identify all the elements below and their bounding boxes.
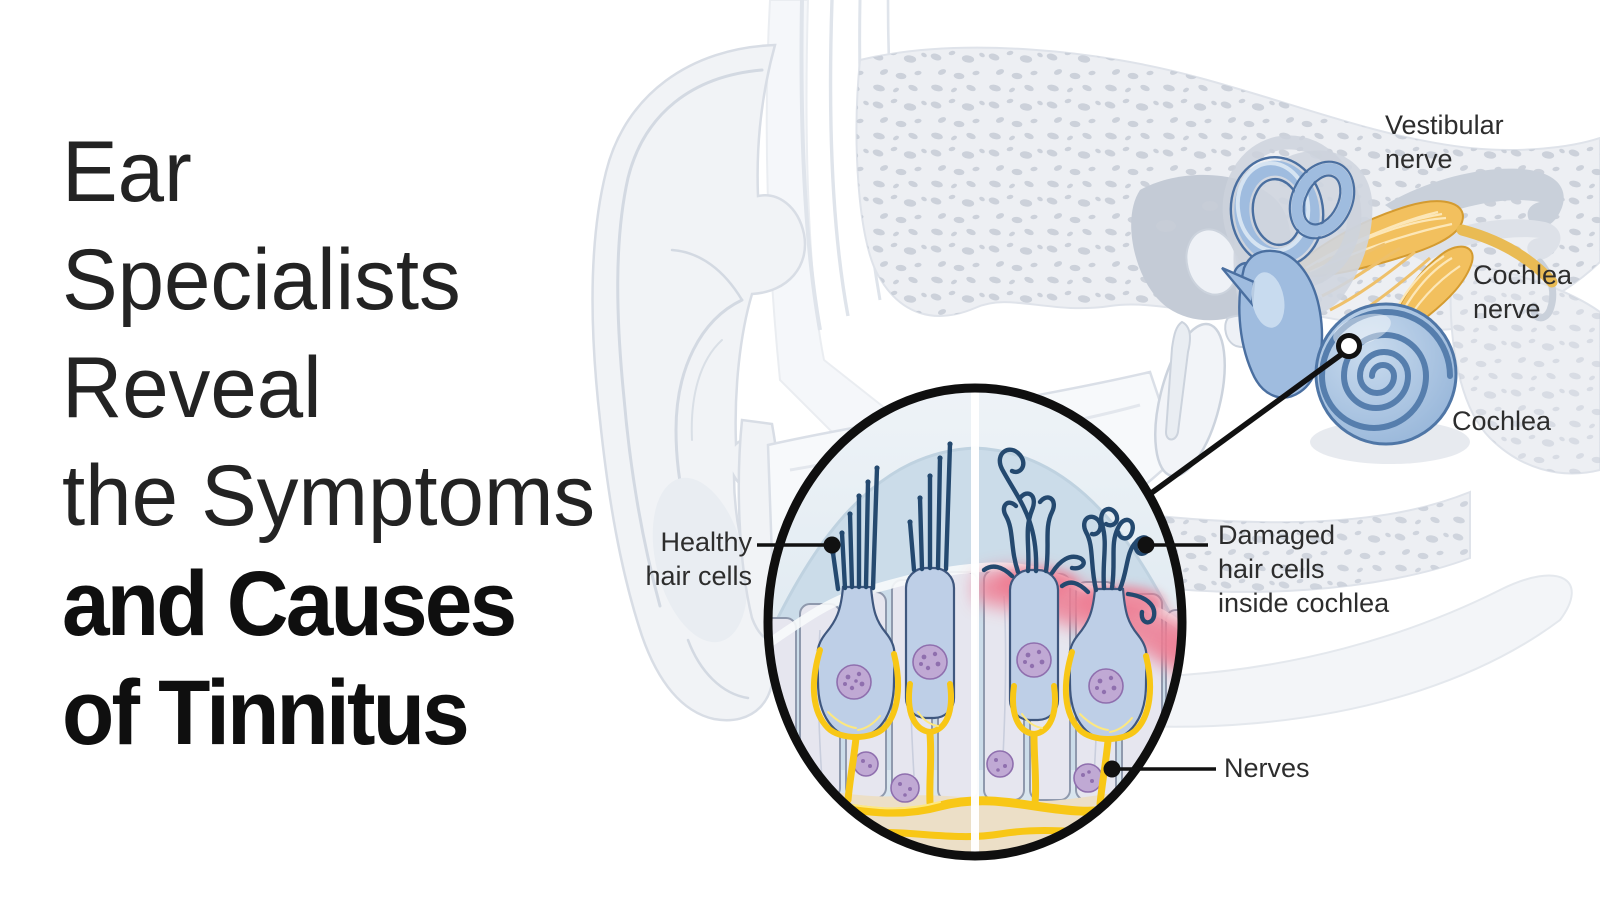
hair-cell-inset — [763, 383, 1187, 861]
page-title: Ear Specialists Reveal the Symptoms and … — [62, 118, 612, 768]
title-line-3: Reveal — [62, 340, 322, 436]
antihelix-inner-fold — [690, 339, 723, 441]
inset-rim — [763, 383, 1187, 861]
title-line-1: Ear — [62, 124, 192, 220]
crus-fold — [670, 248, 744, 302]
cochlea-leader-line — [1148, 351, 1344, 497]
healthy-hair-cell-2 — [904, 566, 956, 720]
inset-divider — [971, 388, 979, 856]
label-damaged-hair-cells: Damaged hair cells inside cochlea — [1218, 520, 1390, 618]
healthy-hair-cell-1 — [816, 585, 896, 739]
title-line-5: and Causes — [62, 553, 517, 655]
inset-leaders — [757, 536, 1216, 778]
bone-fleck — [1156, 220, 1176, 232]
stereocilia-healthy-2 — [907, 441, 953, 573]
damaged-leader-dot — [1137, 536, 1155, 554]
title-line-4: the Symptoms — [62, 448, 596, 544]
cochlea-leader — [1148, 333, 1362, 497]
malleus — [1164, 320, 1191, 441]
label-nerves: Nerves — [1224, 753, 1310, 783]
lobe-crease — [686, 638, 750, 700]
damaged-hair-cell-1 — [1008, 568, 1060, 722]
cochlea-ring-marker — [1336, 333, 1362, 359]
title-line-6: of Tinnitus — [62, 662, 470, 764]
label-cochlea-nerve: Cochlea nerve — [1473, 260, 1573, 324]
healthy-leader-dot — [823, 536, 841, 554]
helix-fold — [616, 68, 764, 608]
bone-fleck — [1202, 201, 1218, 211]
nerves-leader-dot — [1103, 760, 1121, 778]
stereocilia-healthy-1 — [830, 465, 880, 592]
label-healthy-hair-cells: Healthy hair cells — [645, 527, 752, 591]
label-cochlea: Cochlea — [1452, 406, 1552, 436]
semicircular-canal-superior — [1288, 160, 1356, 240]
title-line-2: Specialists — [62, 232, 461, 328]
nerve-exit-tail — [1456, 224, 1558, 288]
vestibule-highlight — [1251, 272, 1285, 328]
concha-shadow — [652, 477, 748, 643]
stereocilia-damaged-1 — [981, 447, 1086, 579]
label-vestibular-nerve: Vestibular nerve — [1385, 110, 1504, 174]
